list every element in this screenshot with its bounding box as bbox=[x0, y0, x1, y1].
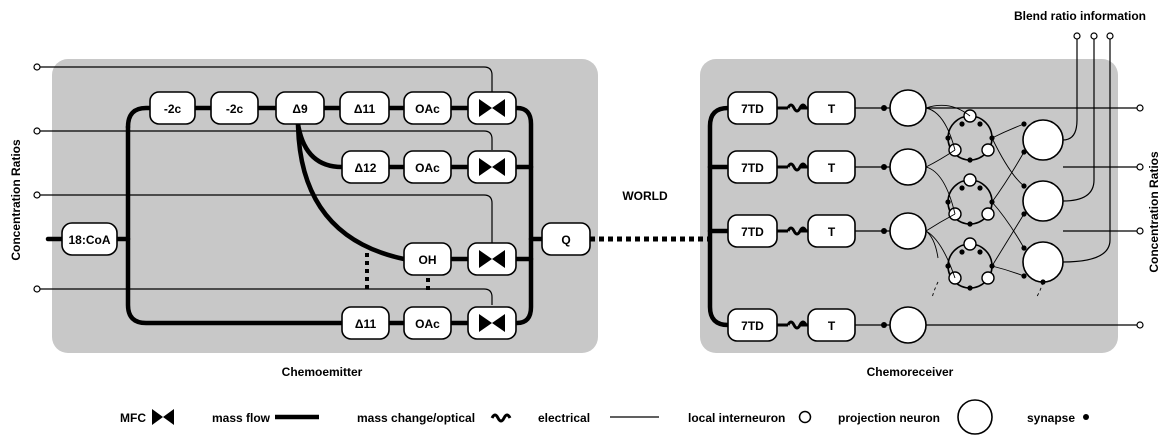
transducer-1-label: T bbox=[828, 102, 836, 116]
row4-boxes: Δ11 OAc bbox=[341, 306, 452, 340]
projection-neuron-icon bbox=[957, 399, 993, 435]
legend-synapse-label: synapse bbox=[1027, 411, 1075, 425]
row2-box-2-label: OAc bbox=[415, 161, 440, 175]
q-box: Q bbox=[541, 222, 591, 256]
source-label: 18:CoA bbox=[68, 233, 110, 247]
transducer-2-label: T bbox=[828, 161, 836, 175]
local-interneuron-icon bbox=[798, 410, 812, 424]
synapse-icon bbox=[1083, 414, 1089, 420]
transducer-3-label: T bbox=[828, 225, 836, 239]
row2-boxes: Δ12 OAc bbox=[341, 150, 452, 184]
receptor-2-label: 7TD bbox=[741, 161, 764, 175]
transducer-4-label: T bbox=[828, 319, 836, 333]
chemoemitter-panel bbox=[52, 59, 598, 353]
emitter-input-lines bbox=[33, 63, 493, 305]
mfc-valve-1 bbox=[467, 91, 517, 125]
row4-box-1-label: Δ11 bbox=[355, 317, 377, 331]
receptor-1-label: 7TD bbox=[741, 102, 764, 116]
glomerulus-neurons bbox=[889, 89, 927, 344]
legend-electrical-label: electrical bbox=[538, 411, 590, 425]
blend-ratio-terminals bbox=[1073, 32, 1114, 40]
mfc-valve-4 bbox=[467, 306, 517, 340]
emitter-mass-flow bbox=[45, 105, 545, 326]
mfc-valve-2 bbox=[467, 150, 517, 184]
legend-mfc-label: MFC bbox=[120, 411, 146, 425]
q-label: Q bbox=[561, 233, 570, 247]
blend-ratio-label: Blend ratio information bbox=[1014, 9, 1146, 23]
row1-box-3-label: Δ9 bbox=[292, 102, 308, 116]
concentration-ratios-right-label: Concentration Ratios bbox=[1147, 151, 1161, 273]
projection-outputs bbox=[926, 39, 1144, 329]
world-label: WORLD bbox=[622, 189, 668, 203]
chemoemitter-label: Chemoemitter bbox=[282, 365, 363, 379]
source-box: 18:CoA bbox=[61, 222, 118, 256]
legend-projection-neuron-label: projection neuron bbox=[838, 411, 940, 425]
transducer-boxes: T T T T bbox=[807, 91, 856, 342]
row1-boxes: -2c -2c Δ9 Δ11 OAc bbox=[149, 91, 452, 125]
legend-local-interneuron-label: local interneuron bbox=[688, 411, 785, 425]
mass-change-icon bbox=[490, 413, 512, 423]
row4-box-2-label: OAc bbox=[415, 317, 440, 331]
legend: MFC mass flow mass change/optical electr… bbox=[120, 399, 1089, 435]
projection-neurons bbox=[991, 119, 1064, 299]
receptor-4-label: 7TD bbox=[741, 319, 764, 333]
receiver-electrical-lines bbox=[855, 105, 890, 328]
receptor-3-label: 7TD bbox=[741, 225, 764, 239]
legend-mass-change-label: mass change/optical bbox=[357, 411, 475, 425]
row3-boxes: OH bbox=[403, 242, 452, 276]
chemoreceiver-panel bbox=[700, 59, 1118, 353]
concentration-ratios-left-label: Concentration Ratios bbox=[9, 139, 23, 261]
mfc-valve-3 bbox=[467, 242, 517, 276]
legend-mass-flow-label: mass flow bbox=[212, 411, 271, 425]
row3-box-1-label: OH bbox=[419, 253, 437, 267]
chemoreceiver-label: Chemoreceiver bbox=[867, 365, 954, 379]
row2-box-1-label: Δ12 bbox=[355, 161, 377, 175]
interneuron-network bbox=[925, 104, 995, 299]
row1-box-5-label: OAc bbox=[415, 102, 440, 116]
row1-box-4-label: Δ11 bbox=[354, 102, 376, 116]
row1-box-1-label: -2c bbox=[164, 102, 182, 116]
optical-links bbox=[777, 103, 808, 330]
receiver-mass-flow bbox=[707, 105, 731, 328]
row1-box-2-label: -2c bbox=[226, 102, 244, 116]
mfc-icon bbox=[152, 409, 174, 425]
